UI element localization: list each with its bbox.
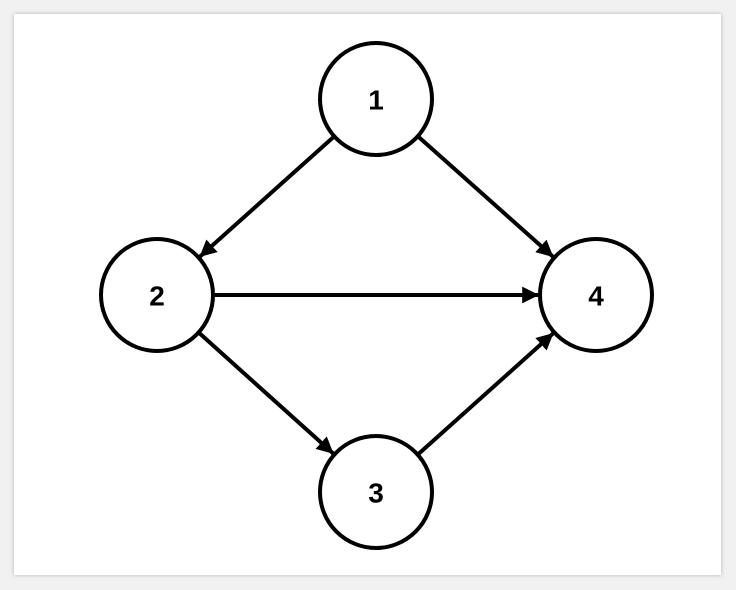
node-3-circle bbox=[318, 434, 434, 550]
node-4-label: 4 bbox=[588, 281, 604, 312]
node-2-label: 2 bbox=[149, 281, 165, 312]
edge-1-to-2 bbox=[198, 135, 335, 259]
node-1-circle bbox=[318, 41, 434, 157]
node-4: 4 bbox=[538, 237, 654, 353]
node-3-label: 3 bbox=[368, 478, 384, 509]
node-1-label: 1 bbox=[368, 85, 384, 116]
node-4-circle bbox=[538, 237, 654, 353]
edge-3-to-4 bbox=[417, 331, 555, 456]
node-2: 2 bbox=[99, 237, 215, 353]
node-1: 1 bbox=[318, 41, 434, 157]
edge-1-to-4 bbox=[417, 135, 555, 259]
edges bbox=[198, 135, 555, 456]
node-3: 3 bbox=[318, 434, 434, 550]
node-2-circle bbox=[99, 237, 215, 353]
edge-2-to-3 bbox=[198, 331, 335, 456]
